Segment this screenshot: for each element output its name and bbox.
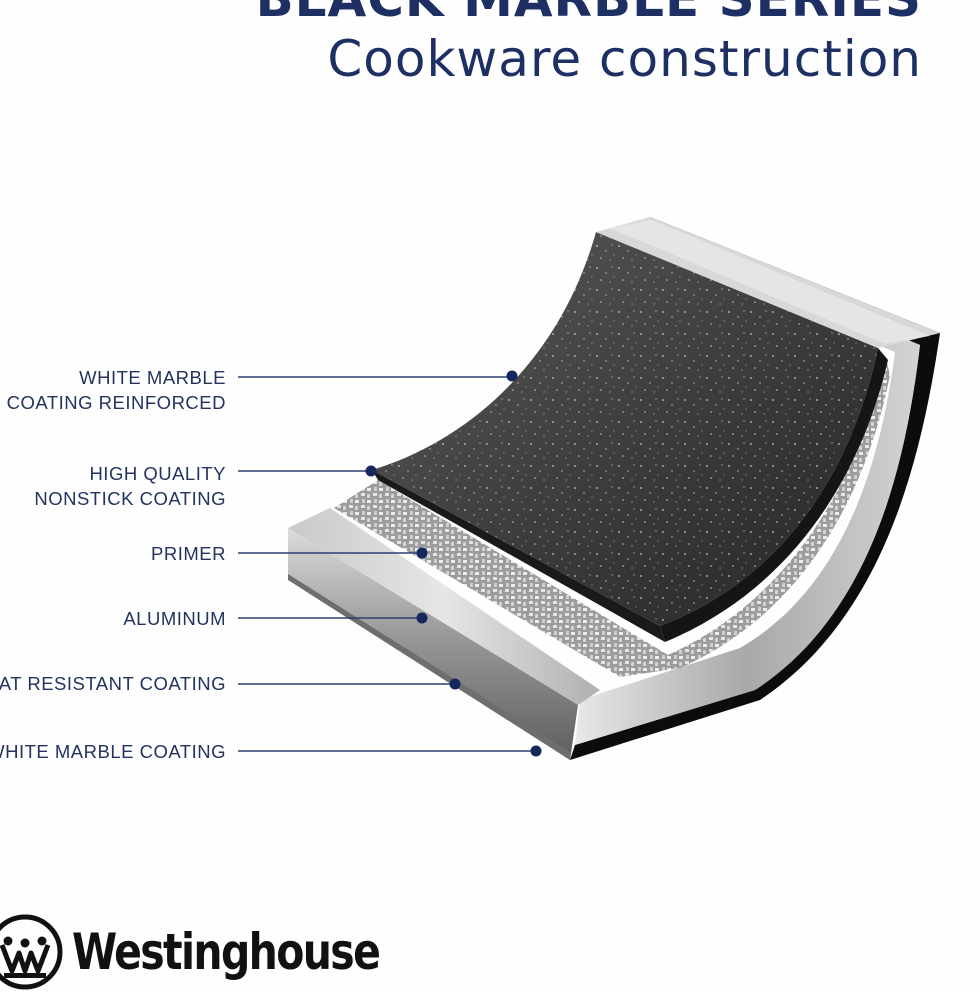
primer-layer	[334, 480, 668, 677]
leader-lines	[238, 370, 542, 757]
label-heat-resistant: HEAT RESISTANT COATING	[0, 673, 226, 694]
label-aluminum: ALUMINUM	[123, 608, 226, 629]
aluminum-curved-side	[575, 228, 920, 745]
label-white-marble-outer: WHITE MARBLE COATING	[0, 741, 226, 762]
brand-name: Westinghouse	[72, 923, 381, 981]
series-title: BLACK MARBLE SERIES	[256, 0, 922, 28]
primer-layer-curve	[620, 355, 890, 677]
label-primer: PRIMER	[151, 543, 226, 564]
heat-resistant-layer	[288, 574, 570, 760]
nonstick-layer	[372, 470, 665, 642]
westinghouse-logo-icon	[0, 914, 63, 990]
brand-logo: Westinghouse	[0, 912, 447, 992]
aluminum-top-face	[288, 508, 600, 705]
label-nonstick: HIGH QUALITY NONSTICK COATING	[34, 463, 226, 509]
aluminum-front-face	[288, 528, 578, 760]
series-subtitle: Cookware construction	[327, 30, 922, 88]
label-white-marble-reinforced: WHITE MARBLE COATING REINFORCED	[6, 367, 226, 413]
